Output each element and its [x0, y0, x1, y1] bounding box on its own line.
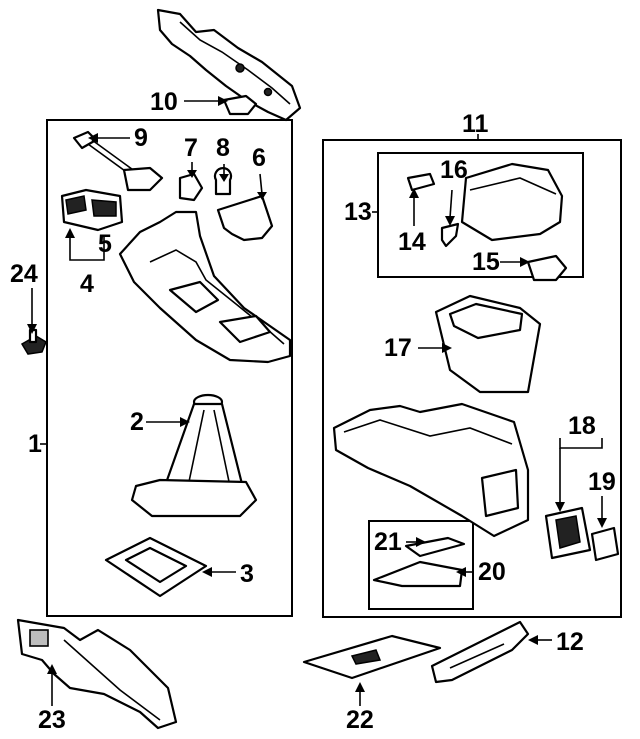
- callout-5: 5: [98, 230, 112, 258]
- part-9-harness: [72, 130, 164, 192]
- part-18-switch-bezel: [544, 506, 592, 560]
- callout-20: 20: [478, 558, 506, 586]
- callout-23: 23: [38, 706, 66, 734]
- part-15-hinge: [526, 254, 568, 282]
- part-17-storage-bin: [434, 294, 542, 394]
- callout-13: 13: [344, 198, 372, 226]
- part-14-latch: [406, 172, 436, 192]
- callout-14: 14: [398, 228, 426, 256]
- callout-2: 2: [130, 408, 144, 436]
- part-4-5-switch-pair: [60, 188, 124, 232]
- group-box-console-front: [46, 119, 293, 617]
- part-front-console: [118, 210, 292, 364]
- callout-3: 3: [240, 560, 254, 588]
- leader-lines: [27, 96, 607, 706]
- callout-22: 22: [346, 706, 374, 734]
- callout-24: 24: [10, 260, 38, 288]
- part-10-clip: [222, 94, 258, 116]
- callout-17: 17: [384, 334, 412, 362]
- part-23-side-cover: [16, 618, 178, 730]
- part-7-switch: [178, 172, 204, 202]
- part-16-pin: [440, 222, 460, 248]
- group-box-console-rear: [322, 139, 622, 618]
- callout-12: 12: [556, 628, 584, 656]
- callout-6: 6: [252, 144, 266, 172]
- part-19-switch: [590, 526, 620, 562]
- callout-9: 9: [134, 124, 148, 152]
- callout-10: 10: [150, 88, 178, 116]
- part-2-shift-boot: [130, 393, 258, 518]
- part-6-trim-plate: [216, 194, 274, 242]
- callout-21: 21: [374, 528, 402, 556]
- group-box-brackets: [368, 520, 474, 610]
- part-22-mat: [302, 634, 442, 680]
- callout-4: 4: [80, 270, 94, 298]
- part-20-bracket: [372, 560, 464, 588]
- part-3-retainer: [104, 536, 208, 598]
- part-24-bolt: [20, 328, 47, 355]
- part-dash-bracket: [156, 8, 302, 122]
- part-21-bracket: [404, 536, 466, 558]
- callout-16: 16: [440, 156, 468, 184]
- group-box-armrest: [377, 152, 584, 278]
- part-rear-console: [332, 402, 530, 538]
- callout-18: 18: [568, 412, 596, 440]
- part-armrest-lid: [460, 162, 564, 242]
- callout-1: 1: [28, 430, 42, 458]
- callout-15: 15: [472, 248, 500, 276]
- part-8-bulb: [213, 167, 233, 196]
- callout-7: 7: [184, 134, 198, 162]
- callout-19: 19: [588, 468, 616, 496]
- part-12-bracket: [430, 620, 530, 684]
- callout-8: 8: [216, 134, 230, 162]
- callout-11: 11: [462, 110, 489, 138]
